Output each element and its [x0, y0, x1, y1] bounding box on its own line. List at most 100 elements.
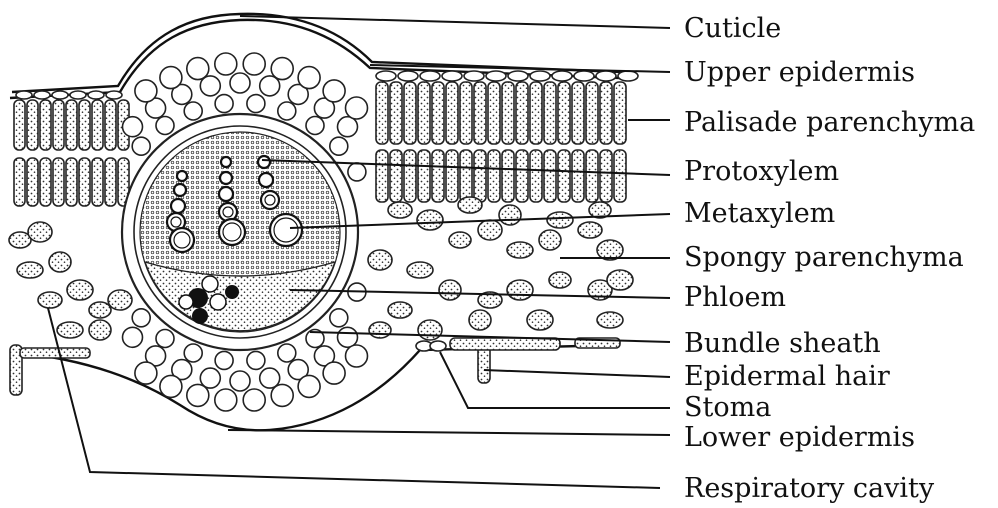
midrib-cell — [271, 384, 293, 406]
label-phloem: Phloem — [684, 282, 786, 313]
epidermis-cell — [574, 71, 594, 81]
palisade-cell — [544, 82, 556, 144]
midrib-cell — [271, 58, 293, 80]
midrib-cell — [135, 362, 157, 384]
midrib-cell — [247, 351, 265, 369]
midrib-cell — [247, 95, 265, 113]
midrib-cell — [156, 117, 174, 135]
spongy-cell — [597, 312, 623, 328]
midrib-cell — [215, 95, 233, 113]
palisade-cell — [460, 150, 472, 202]
spongy-cell — [17, 262, 43, 278]
palisade-cell — [14, 100, 25, 150]
palisade-cell — [40, 100, 51, 150]
epidermis-cell — [88, 91, 104, 99]
midrib-cell — [348, 163, 366, 181]
spongy-cell — [539, 230, 561, 250]
midrib-cell — [215, 389, 237, 411]
midrib-cell — [123, 327, 143, 347]
palisade-cell — [92, 158, 103, 206]
spongy-cell — [369, 322, 391, 338]
spongy-cell — [607, 270, 633, 290]
epidermis-cell — [398, 71, 418, 81]
palisade-cell — [516, 82, 528, 144]
palisade-cell — [502, 150, 514, 202]
label-lower-epidermis: Lower epidermis — [684, 422, 915, 453]
palisade-cell — [404, 150, 416, 202]
palisade-cell — [614, 150, 626, 202]
midrib-cell — [184, 344, 202, 362]
label-stoma: Stoma — [684, 392, 771, 423]
palisade-cell — [432, 82, 444, 144]
spongy-cell — [38, 292, 62, 308]
spongy-cell — [499, 205, 521, 225]
label-respiratory-cavity: Respiratory cavity — [684, 473, 935, 504]
label-bundle-sheath: Bundle sheath — [684, 328, 881, 359]
midrib-cell — [298, 67, 320, 89]
spongy-cell — [407, 262, 433, 278]
palisade-cell — [558, 82, 570, 144]
spongy-cell — [507, 280, 533, 300]
palisade-cell — [418, 82, 430, 144]
midrib-cell — [184, 102, 202, 120]
midrib-cell — [187, 58, 209, 80]
midrib-cell — [135, 80, 157, 102]
spongy-cell — [368, 250, 392, 270]
palisade-cell — [460, 82, 472, 144]
xylem-vessel — [258, 156, 270, 168]
label-protoxylem: Protoxylem — [684, 156, 839, 187]
spongy-cell — [108, 290, 132, 310]
midrib-cell — [156, 330, 174, 348]
palisade-cell — [474, 150, 486, 202]
spongy-cell — [458, 197, 482, 213]
epidermis-cell — [376, 71, 396, 81]
palisade-cell — [600, 150, 612, 202]
stoma — [416, 341, 446, 351]
palisade-cell — [27, 158, 38, 206]
midrib-cell — [243, 389, 265, 411]
spongy-cell — [578, 222, 602, 238]
xylem-vessel — [270, 214, 302, 246]
epidermis-cell — [618, 71, 638, 81]
midrib-cell — [346, 345, 368, 367]
spongy-cell — [449, 232, 471, 248]
midrib-cell — [323, 80, 345, 102]
xylem-vessel — [219, 187, 233, 201]
midrib-cell — [132, 137, 150, 155]
spongy-cell — [417, 210, 443, 230]
palisade-cell — [105, 158, 116, 206]
spongy-cell — [478, 220, 502, 240]
palisade-cell — [53, 158, 64, 206]
labels: Cuticle Upper epidermis Palisade parench… — [684, 13, 975, 504]
xylem-vessel — [220, 172, 232, 184]
epidermis-cell — [420, 71, 440, 81]
epidermis-cell — [16, 91, 32, 99]
palisade-cell — [390, 150, 402, 202]
palisade-cell — [418, 150, 430, 202]
palisade-cell — [432, 150, 444, 202]
spongy-cell — [49, 252, 71, 272]
label-spongy-parenchyma: Spongy parenchyma — [684, 242, 964, 273]
spongy-cell — [439, 280, 461, 300]
vascular-bundle — [122, 114, 358, 350]
palisade-cell — [488, 150, 500, 202]
epidermis-cell — [464, 71, 484, 81]
spongy-cell — [469, 310, 491, 330]
palisade-cell — [79, 100, 90, 150]
label-cuticle: Cuticle — [684, 13, 781, 44]
palisade-cell — [14, 158, 25, 206]
spongy-cell — [57, 322, 83, 338]
xylem-vessel — [259, 173, 273, 187]
spongy-cell — [388, 202, 412, 218]
label-upper-epidermis: Upper epidermis — [684, 57, 915, 88]
epidermis-cell — [486, 71, 506, 81]
palisade-cell — [488, 82, 500, 144]
palisade-cell — [446, 150, 458, 202]
palisade-cell — [446, 82, 458, 144]
midrib-cell — [346, 97, 368, 119]
midrib-cell — [187, 384, 209, 406]
palisade-cell — [390, 82, 402, 144]
epidermis-cell — [530, 71, 550, 81]
